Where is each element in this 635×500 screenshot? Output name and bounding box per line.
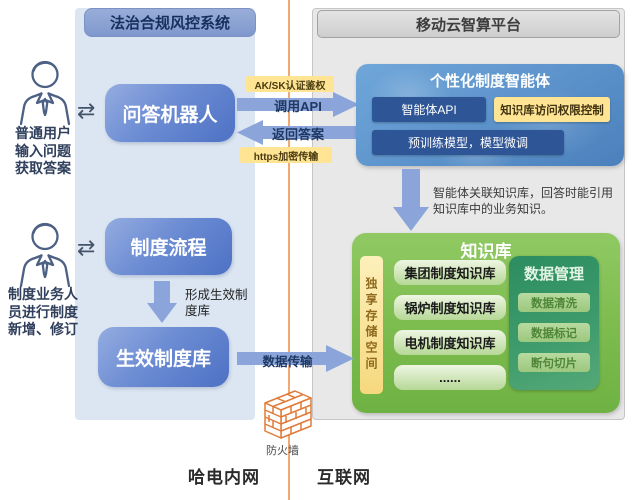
kb-row: ...... [394,365,506,390]
intranet-label: 哈电内网 [188,468,260,487]
kb-title: 知识库 [460,242,512,261]
storage-strip: 独享存储空间 [360,256,383,394]
bidirectional-arrow-icon: ⇄ [77,235,96,260]
effective-repo-node: 生效制度库 [98,327,229,387]
user1-caption-line: 输入问题 [15,142,71,159]
kb-row: 锅炉制度知识库 [394,295,506,320]
data-management-box: 数据管理 数据清洗 数据标记 断句切片 [509,256,599,390]
user1-caption-line: 普通用户 [15,125,71,141]
dm-item: 断句切片 [518,353,590,372]
qa-bot-node: 问答机器人 [105,84,235,142]
user2-caption-line: 制度业务人 [8,286,78,302]
form-repo-label: 形成生效制 度库 [185,287,248,319]
kb-annotation: 智能体关联知识库，回答时能引用 知识库中的业务知识。 [433,185,613,217]
kb-annotation-line: 智能体关联知识库，回答时能引用 [433,186,614,200]
form-repo-label-line: 形成生效制 [185,288,248,302]
firewall-label: 防火墙 [266,445,299,457]
return-answer-arrow: 返回答案 [237,119,359,146]
kb-permission-chip: 知识库访问权限控制 [494,97,610,122]
user2-caption-line: 员进行制度 [8,303,78,320]
kb-row: 集团制度知识库 [394,260,506,285]
return-answer-label: 返回答案 [271,127,324,142]
call-api-label: 调用API [274,99,322,114]
data-transfer-arrow: 数据传输 [237,343,354,374]
model-chip: 预训练模型，模型微调 [372,130,564,155]
call-api-arrow: 调用API [237,91,359,118]
user2-caption: 制度业务人 员进行制度 新增、修订 [4,286,82,339]
network-boundary-line [288,0,290,500]
firewall-icon [262,386,314,445]
https-tag: https加密传输 [240,147,332,163]
dm-item: 数据清洗 [518,293,590,312]
auth-tag: AK/SK认证鉴权 [246,76,334,92]
kb-row: 电机制度知识库 [394,330,506,355]
user1-caption-line: 获取答案 [15,160,71,176]
data-transfer-label: 数据传输 [262,355,313,369]
user2-caption-line: 新增、修订 [8,321,78,337]
user1-caption: 普通用户 输入问题 获取答案 [6,125,80,178]
kb-annotation-line: 知识库中的业务知识。 [433,202,554,216]
right-panel-title: 移动云智算平台 [317,10,620,38]
knowledge-base-box: 知识库 独享存储空间 集团制度知识库 锅炉制度知识库 电机制度知识库 .....… [352,233,620,413]
form-repo-label-line: 度库 [185,304,211,318]
process-flow-node: 制度流程 [105,218,232,275]
agent-title: 个性化制度智能体 [429,73,550,90]
dm-title: 数据管理 [523,266,584,283]
agent-to-kb-arrow [393,169,429,231]
bidirectional-arrow-icon: ⇄ [77,98,96,123]
agent-api-chip: 智能体API [372,97,486,122]
left-panel-title: 法治合规风控系统 [84,8,256,37]
staff-icon [14,219,76,294]
process-to-repo-arrow [147,281,177,323]
dm-item: 数据标记 [518,323,590,342]
user-icon [14,57,76,132]
agent-box: 个性化制度智能体 智能体API 知识库访问权限控制 预训练模型，模型微调 [356,64,624,166]
internet-label: 互联网 [317,468,371,487]
